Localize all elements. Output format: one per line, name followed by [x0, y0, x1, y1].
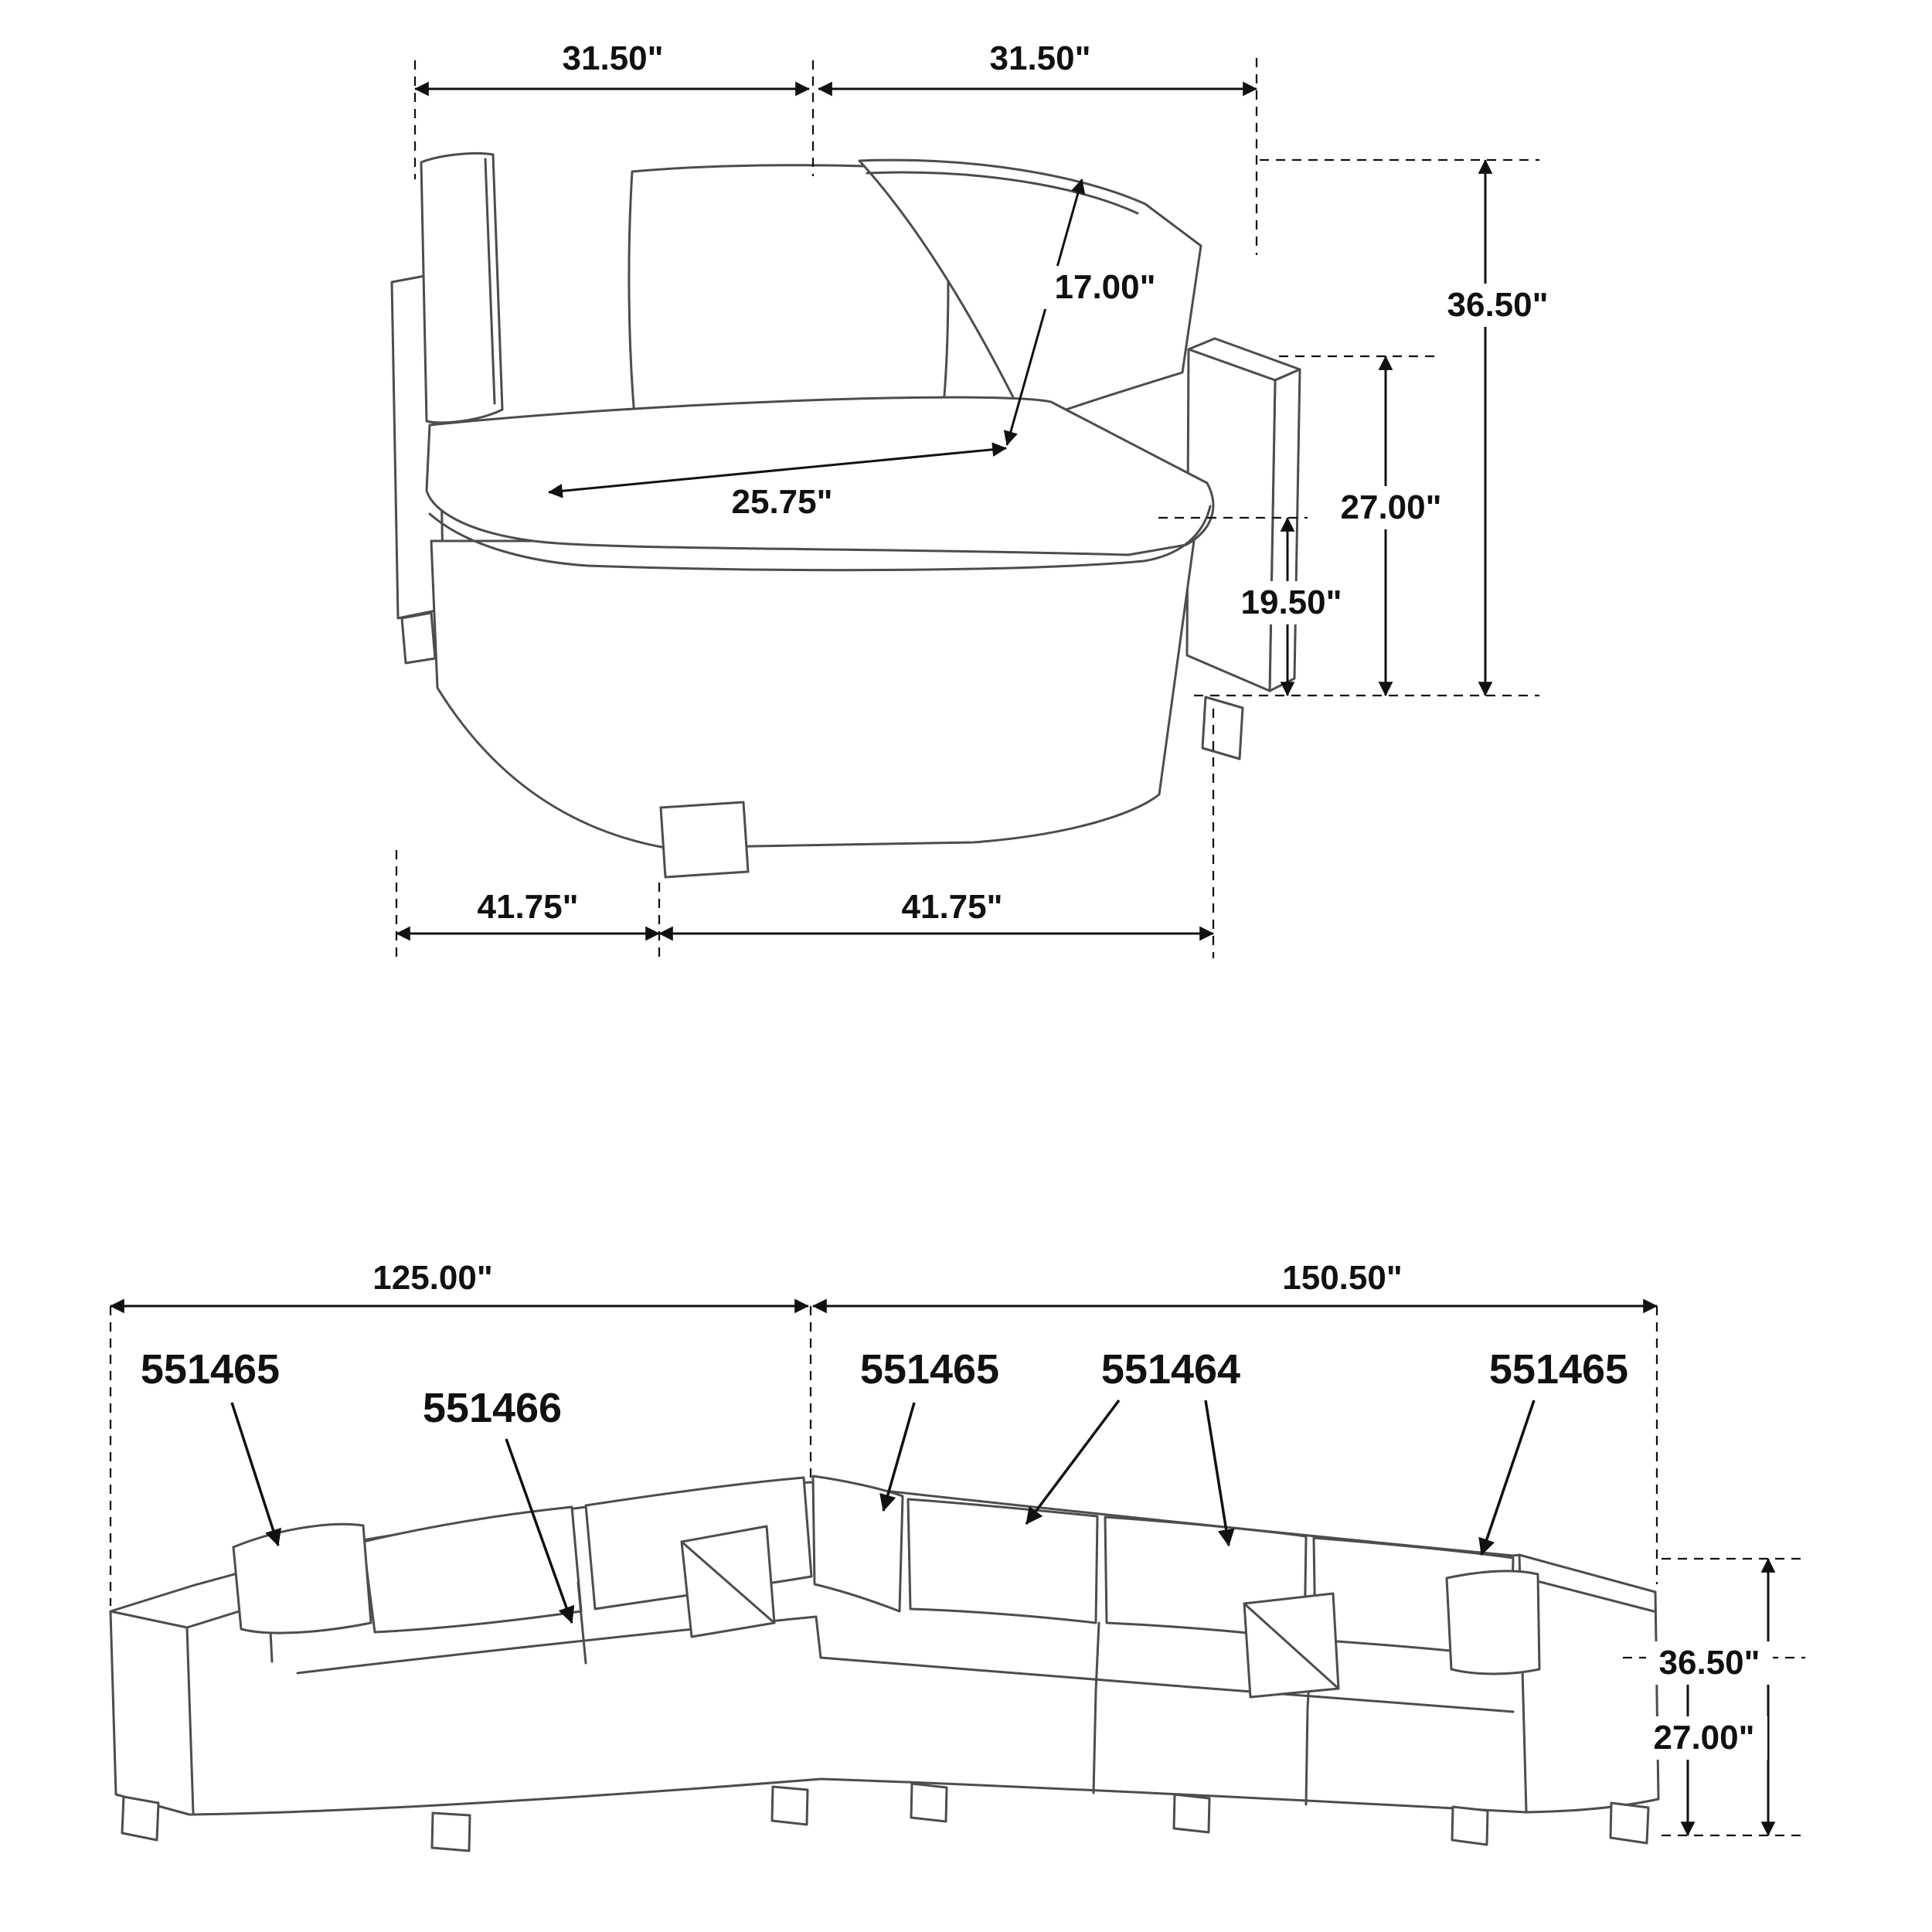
dim-seat-depth-label: 25.75" — [732, 483, 833, 521]
sku-leader-arrows — [230, 1399, 1536, 1624]
sku-arrow — [505, 1438, 575, 1624]
label-backplate — [1641, 1716, 1767, 1760]
dim-back-width-left-label: 31.50" — [563, 39, 664, 77]
right-arm-pillow — [1445, 1570, 1541, 1675]
left-panel-foot — [400, 611, 437, 665]
dim-arm-height-label: 27.00" — [1341, 488, 1442, 526]
sofa-foot — [430, 1811, 471, 1852]
dim-back-pillow-label: 17.00" — [1055, 268, 1156, 306]
sofa-foot — [770, 1785, 809, 1826]
sku-arrow — [1204, 1400, 1235, 1547]
back-pillow-left-piping — [484, 158, 496, 405]
dim-seat-height-label: 19.50" — [1241, 583, 1342, 621]
sectional-line-art — [109, 1475, 1660, 1852]
dim-base-width-right-label: 41.75" — [902, 888, 1003, 926]
bottom-labels: 125.00" 150.50" 551465 551466 551465 551… — [141, 1259, 1773, 1760]
right-seat-front-edge — [819, 1656, 1515, 1713]
sofa-foot — [1451, 1805, 1489, 1846]
dim-overall-height-label: 36.50" — [1659, 1644, 1760, 1682]
accent-pillow-right-fold — [1243, 1602, 1340, 1690]
dim-left-section-label: 125.00" — [372, 1259, 492, 1297]
right-back-pillow-1 — [906, 1498, 1099, 1624]
dim-back-width-right-label: 31.50" — [990, 39, 1091, 77]
seat-cushion — [425, 396, 1215, 556]
sku-arrow — [230, 1402, 281, 1547]
sku-arrow — [1478, 1400, 1536, 1556]
label-backplate — [1228, 581, 1355, 624]
sku-label-4: 551464 — [1101, 1346, 1240, 1393]
corner-front-edge — [815, 1615, 822, 1659]
dim-back-pillow-line — [1003, 179, 1086, 446]
sofa-foot — [1172, 1793, 1211, 1834]
sku-arrow — [879, 1402, 916, 1512]
corner-module-line-art — [390, 152, 1301, 879]
top-dimension-labels: 31.50" 31.50" 17.00" 36.50" 25.75" 27.00… — [478, 39, 1561, 926]
top-diagram: 31.50" 31.50" 17.00" 36.50" 25.75" 27.00… — [390, 39, 1561, 958]
sofa-foot — [121, 1795, 160, 1842]
right-arm-top-edge — [1518, 1575, 1655, 1613]
sku-label-5: 551465 — [1489, 1346, 1628, 1393]
label-backplate — [719, 481, 845, 524]
sofa-foot — [910, 1782, 948, 1823]
dim-seat-depth-line — [548, 442, 1007, 498]
sku-label-3: 551465 — [860, 1346, 999, 1393]
seat-cushion-piping — [428, 505, 1212, 572]
seat-base — [430, 539, 1196, 849]
bottom-dimension-lines — [110, 1298, 1776, 1836]
right-foot — [1201, 696, 1244, 760]
front-left-foot — [659, 801, 750, 879]
label-backplate — [1646, 1641, 1773, 1685]
left-arm-pillow — [232, 1522, 372, 1634]
sku-label-1: 551465 — [141, 1346, 280, 1393]
sku-arrow — [1025, 1399, 1121, 1526]
wing-back-pillow-1 — [362, 1505, 583, 1634]
label-backplate — [1328, 486, 1454, 529]
dim-base-width-left-label: 41.75" — [478, 888, 579, 926]
dim-overall-height-label: 36.50" — [1447, 286, 1549, 324]
accent-pillow-left-fold — [680, 1540, 776, 1624]
label-backplate — [1042, 266, 1168, 309]
dim-right-section-label: 150.50" — [1282, 1259, 1402, 1297]
top-extension-lines — [395, 58, 1539, 958]
label-backplate — [1434, 284, 1561, 327]
left-arm-front-edge — [185, 1626, 195, 1815]
wing-seat-seam — [577, 1581, 587, 1665]
bottom-diagram: 125.00" 150.50" 551465 551466 551465 551… — [109, 1259, 1805, 1852]
sku-label-2: 551466 — [423, 1385, 562, 1431]
right-seat-seam-1 — [1092, 1621, 1100, 1794]
sofa-foot — [1609, 1801, 1650, 1845]
back-pillow-left — [420, 152, 504, 424]
dim-seat-height-label: 27.00" — [1654, 1719, 1755, 1757]
